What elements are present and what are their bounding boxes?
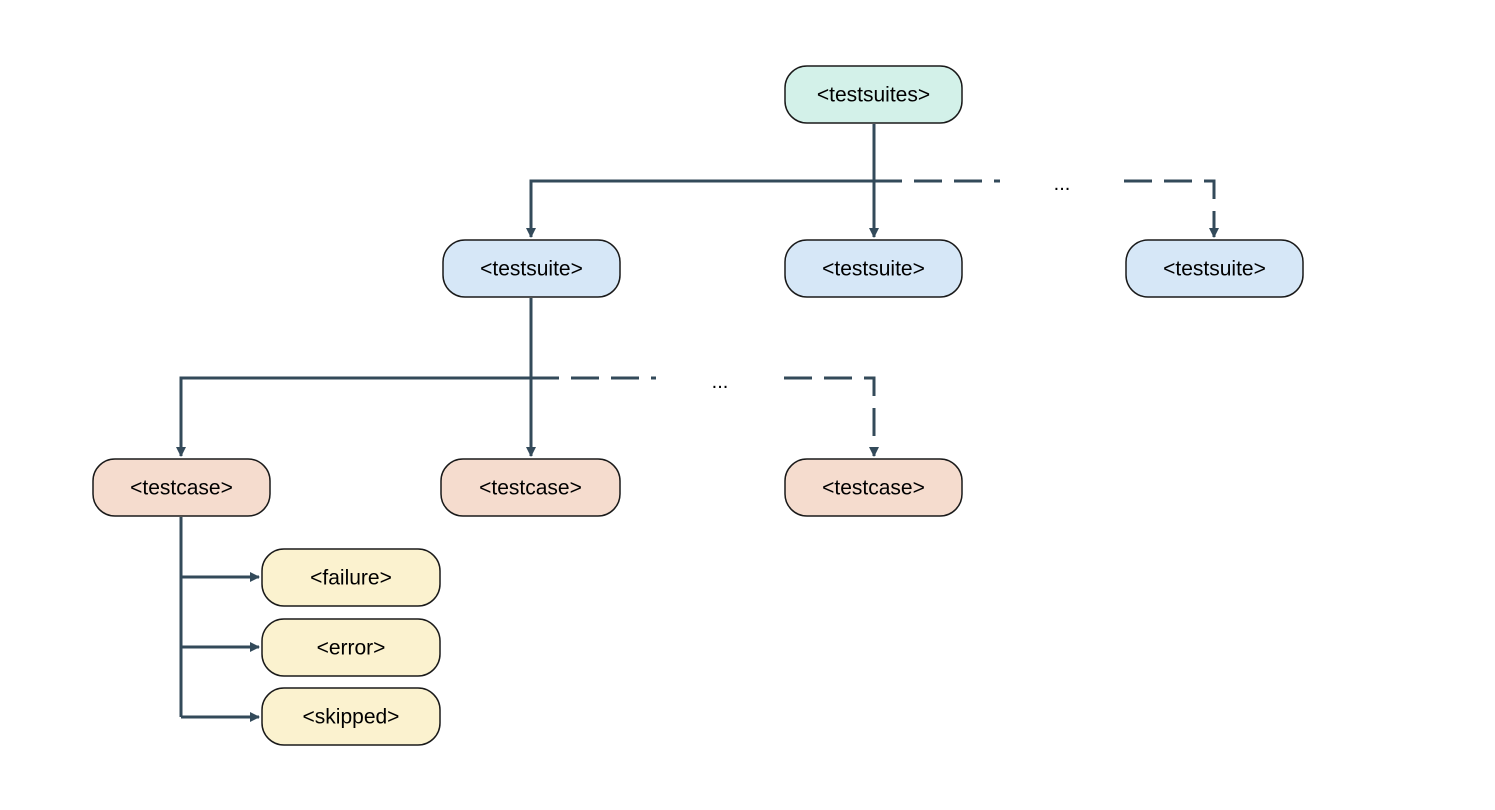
edges-suites xyxy=(526,124,1219,238)
node-label: <testsuites> xyxy=(817,84,930,107)
node-failure: <failure> xyxy=(261,548,441,607)
node-error: <error> xyxy=(261,618,441,677)
edges-cases xyxy=(176,298,879,457)
cases-ellipsis: ... xyxy=(712,371,729,393)
node-label: <testcase> xyxy=(130,477,233,500)
node-label: <testsuite> xyxy=(1163,258,1266,281)
node-label: <error> xyxy=(317,637,386,660)
edge-suite-to-case-1 xyxy=(176,298,533,457)
node-testcase-1: <testcase> xyxy=(92,458,271,517)
node-label: <testcase> xyxy=(822,477,925,500)
node-label: <testsuite> xyxy=(822,258,925,281)
node-label: <testcase> xyxy=(479,477,582,500)
edges-results xyxy=(179,517,260,722)
edge-root-to-suite-1 xyxy=(526,124,876,238)
node-testsuites: <testsuites> xyxy=(784,65,963,124)
suites-ellipsis: ... xyxy=(1054,173,1071,195)
node-label: <testsuite> xyxy=(480,258,583,281)
node-label: <failure> xyxy=(310,567,392,590)
node-testsuite-1: <testsuite> xyxy=(442,239,621,298)
node-testsuite-2: <testsuite> xyxy=(784,239,963,298)
edge-root-to-suite-3-dashed-end xyxy=(1124,179,1219,238)
edge-suite-to-case-3-dashed-end xyxy=(784,376,879,457)
node-testcase-2: <testcase> xyxy=(440,458,621,517)
node-testsuite-3: <testsuite> xyxy=(1125,239,1304,298)
node-label: <skipped> xyxy=(303,706,400,729)
node-testcase-3: <testcase> xyxy=(784,458,963,517)
node-skipped: <skipped> xyxy=(261,687,441,746)
